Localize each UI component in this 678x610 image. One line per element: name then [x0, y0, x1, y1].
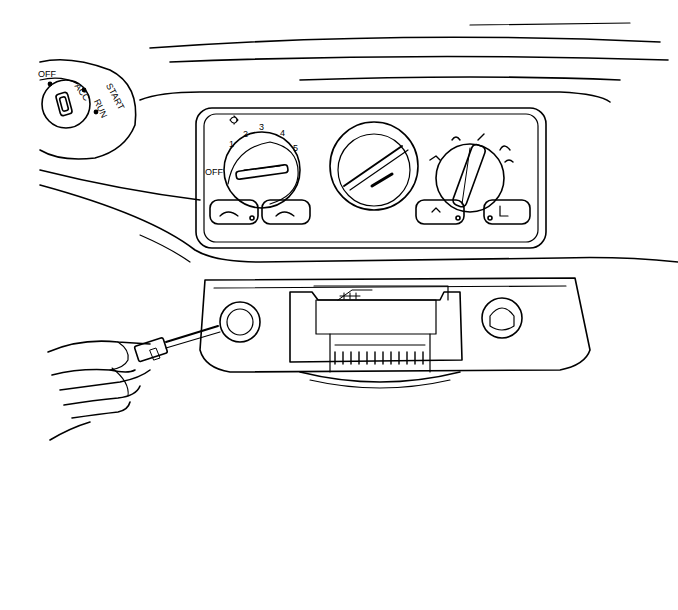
fan-speed-label: OFF	[205, 168, 223, 177]
switch-position: ACC	[73, 82, 91, 103]
fan-speed-label: 2	[243, 130, 248, 139]
switch-position: RUN	[92, 98, 108, 119]
fan-speed-label: 1	[229, 140, 234, 149]
switch-position: OFF	[38, 70, 56, 79]
fan-speed-label: 5	[293, 144, 298, 153]
switch-position: START	[104, 82, 125, 112]
fan-speed-label: 4	[280, 129, 285, 138]
fan-speed-label: 3	[259, 123, 264, 132]
